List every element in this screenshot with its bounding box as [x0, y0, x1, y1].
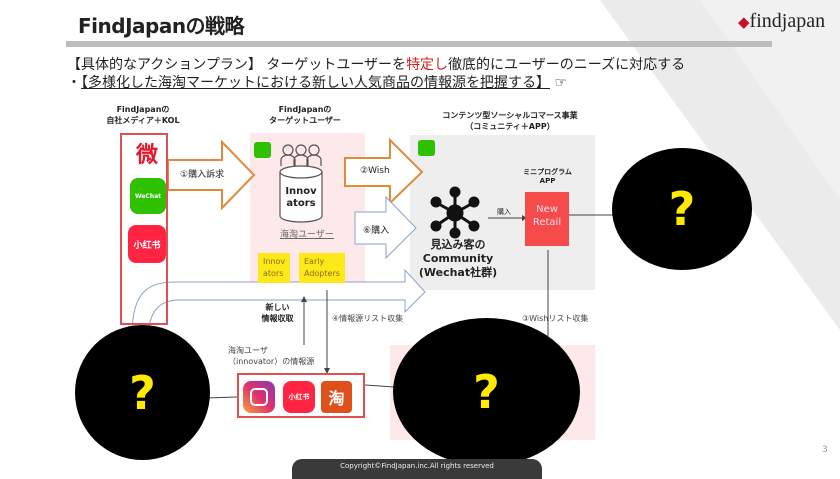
goal-line: ・【多様化した海淘マーケットにおける新しい人気商品の情報源を把握する】 ☞: [67, 75, 568, 91]
step4-label: ④情報源リスト収集: [332, 314, 404, 323]
col1-label: FindJapanの自社メディア＋KOL: [106, 105, 180, 125]
instagram-icon: [243, 381, 275, 413]
pointing-hand-icon: ☞: [554, 75, 568, 91]
source-label: 海淘ユーザ（innovator）の情報源: [228, 346, 315, 366]
xiaohongshu-icon: 小红书: [128, 225, 166, 263]
users-icon: [280, 144, 322, 166]
step2-label: ②Wish: [360, 166, 390, 176]
title-divider: [66, 41, 772, 47]
database-icon: [279, 165, 323, 223]
taobao-icon: 淘: [321, 381, 352, 413]
wechat-icon: WeChat: [130, 178, 166, 214]
wechat-icon: [418, 140, 435, 156]
weibo-icon: 微: [135, 143, 158, 168]
hidden-content-left: ?: [75, 325, 210, 460]
col2-label: FindJapanのターゲットユーザー: [269, 105, 341, 125]
step6-label: ⑥購入: [363, 226, 390, 236]
haitao-user-caption: 海淘ユーザー: [280, 230, 334, 240]
page-number: 3: [822, 445, 828, 455]
hidden-content-center: ?: [393, 318, 580, 466]
action-plan-line: 【具体的なアクションプラン】 ターゲットユーザーを特定し徹底的にユーザーのニーズ…: [67, 57, 686, 73]
findjapan-logo: ◆findjapan: [738, 10, 826, 32]
xiaohongshu-icon: 小红书: [283, 381, 315, 413]
step1-label: ①購入訴求: [180, 170, 225, 180]
wechat-icon: [254, 142, 271, 158]
buy-label: 購入: [497, 208, 511, 216]
col3-label: コンテンツ型ソーシャルコマース事業（コミュニティ＋APP）: [442, 111, 578, 131]
info-source-box: [237, 373, 365, 418]
hidden-content-right: ?: [612, 148, 752, 270]
own-media-box: [120, 133, 168, 325]
copyright-bar: Copyright©FindJapan.inc.All rights reser…: [292, 459, 542, 479]
page-title: FindJapanの戦略: [78, 14, 245, 38]
new-info-label: 新しい情報収取: [261, 303, 294, 323]
step3-label: ③Wishリスト収集: [522, 314, 589, 323]
network-icon: [430, 186, 480, 239]
